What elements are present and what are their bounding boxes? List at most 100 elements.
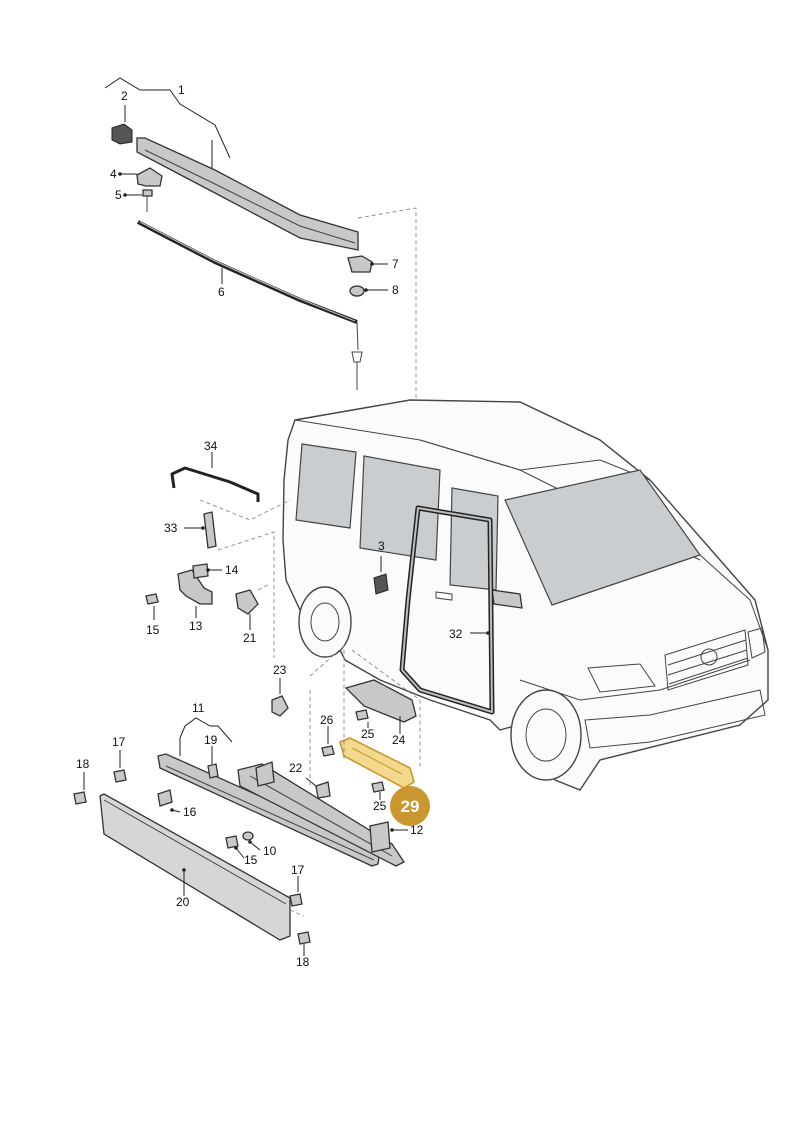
rear-wheel <box>298 586 352 658</box>
cable-part-34[interactable] <box>170 466 260 502</box>
roof-rail[interactable] <box>136 137 359 251</box>
callout-5: 5 <box>115 188 122 202</box>
sill-panel-20[interactable] <box>99 793 291 941</box>
door-handle <box>435 591 453 601</box>
clip-part-17a[interactable] <box>113 769 127 783</box>
washer-part-10[interactable] <box>242 831 254 841</box>
guide-17b <box>289 909 305 917</box>
callout-15b: 15 <box>244 853 258 867</box>
callout-21: 21 <box>243 631 257 645</box>
dot-5 <box>123 193 127 197</box>
bracket-part-24[interactable] <box>344 679 417 723</box>
guide-21 <box>257 583 271 591</box>
screw-part-25a[interactable] <box>355 709 369 721</box>
dot-12 <box>390 828 394 832</box>
callout-29: 29 <box>401 797 420 816</box>
callout-22: 22 <box>289 761 303 775</box>
badge-circle <box>390 786 430 826</box>
screw-part-5[interactable] <box>142 189 153 197</box>
bolt-part-22[interactable] <box>315 781 331 799</box>
callout-10: 10 <box>263 844 277 858</box>
brand-emblem <box>700 648 718 666</box>
screw-part-26[interactable] <box>321 745 335 757</box>
seal-end-clip <box>351 321 363 390</box>
callout-25b: 25 <box>373 799 387 813</box>
callout-labels: 1 2 3 4 5 6 7 8 10 11 12 13 14 15 15 16 … <box>76 83 463 969</box>
rail-part-12[interactable] <box>237 763 405 867</box>
pin-part-14[interactable] <box>192 563 209 579</box>
clip-part-16[interactable] <box>157 789 173 807</box>
bracket-leader-1 <box>104 77 231 159</box>
callout-8: 8 <box>392 283 399 297</box>
rail-12-roller-end <box>369 821 391 853</box>
screw-part-18b[interactable] <box>297 931 311 945</box>
front-wheel <box>510 689 582 781</box>
callout-17b: 17 <box>291 863 305 877</box>
dot-33 <box>201 526 205 530</box>
van-body <box>282 399 769 791</box>
callout-18b: 18 <box>296 955 310 969</box>
bracket-leader-11 <box>179 717 233 743</box>
callout-3: 3 <box>378 539 385 553</box>
callout-25a: 25 <box>361 727 375 741</box>
callout-18a: 18 <box>76 757 90 771</box>
callout-26: 26 <box>320 713 334 727</box>
clip-part-4[interactable] <box>136 167 163 187</box>
leader-15b <box>235 847 245 859</box>
door-seal-32-inner <box>401 507 493 713</box>
sill-panel-group <box>73 750 311 956</box>
guide-34 <box>199 499 291 521</box>
dot-20 <box>182 868 186 872</box>
guide-24 <box>351 649 421 770</box>
callout-6: 6 <box>218 285 225 299</box>
callout-32: 32 <box>449 627 463 641</box>
callout-11: 11 <box>192 701 205 715</box>
guide-part-33[interactable] <box>203 511 217 549</box>
clip-part-19[interactable] <box>207 763 219 779</box>
nut-part-8[interactable] <box>349 285 365 297</box>
callout-33: 33 <box>164 521 178 535</box>
callout-2: 2 <box>121 89 128 103</box>
dot-16 <box>170 808 174 812</box>
callout-7: 7 <box>392 257 399 271</box>
screw-part-18a[interactable] <box>73 791 87 805</box>
seal-strip-6-inner <box>139 221 356 322</box>
clip-part-17b[interactable] <box>289 893 303 907</box>
guide-23 <box>309 645 345 760</box>
headlight <box>587 663 656 693</box>
callout-13: 13 <box>189 619 203 633</box>
rear-side-window <box>295 443 357 529</box>
dot-14 <box>206 568 210 572</box>
dot-7 <box>370 262 374 266</box>
callout-24: 24 <box>392 733 406 747</box>
lower-rail-group <box>157 645 421 867</box>
side-mirror <box>491 589 523 609</box>
callout-19: 19 <box>204 733 218 747</box>
striker-part-3[interactable] <box>373 573 389 595</box>
leader-22 <box>305 777 317 787</box>
sliding-door-window <box>359 455 441 561</box>
callout-4: 4 <box>110 167 117 181</box>
clip-part-2[interactable] <box>111 123 133 145</box>
roof-rail-edge <box>144 149 356 244</box>
highlight-badge[interactable]: 29 <box>390 786 430 826</box>
leader-10 <box>249 841 261 851</box>
screw-part-25b[interactable] <box>371 781 385 793</box>
callout-15a: 15 <box>146 623 160 637</box>
bracket-part-21[interactable] <box>235 589 259 615</box>
callout-20: 20 <box>176 895 190 909</box>
callout-1: 1 <box>178 83 185 97</box>
grille <box>664 629 749 691</box>
guide-33 <box>217 531 275 658</box>
dot-8 <box>364 288 368 292</box>
screw-part-15b[interactable] <box>225 835 239 849</box>
dot-32 <box>486 631 490 635</box>
screw-part-15a[interactable] <box>145 593 159 605</box>
clip-part-7[interactable] <box>347 255 373 273</box>
part-29-rib <box>351 747 403 775</box>
callout-17a: 17 <box>112 735 126 749</box>
callout-12: 12 <box>410 823 424 837</box>
buffer-part-23[interactable] <box>271 695 289 717</box>
callout-16: 16 <box>183 805 197 819</box>
